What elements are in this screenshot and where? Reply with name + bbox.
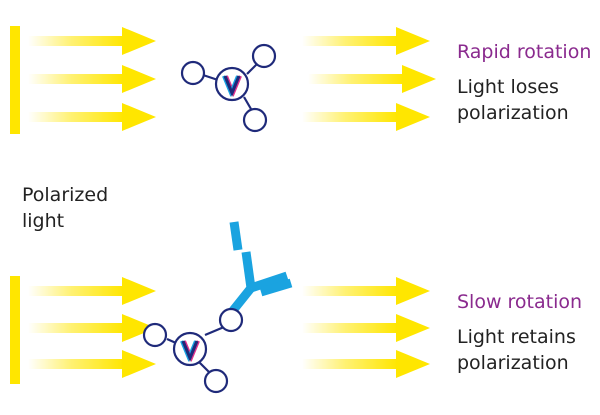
outgoing-arrow-bottom-2 xyxy=(302,314,430,342)
light-retains-line: Light retains xyxy=(457,326,576,348)
outgoing-arrow-top-2 xyxy=(308,65,436,93)
incoming-arrow-bottom-2 xyxy=(28,314,156,342)
polarizer-bar-bottom xyxy=(10,276,20,384)
incoming-arrow-top-2 xyxy=(28,65,156,93)
polarizer-bar-top xyxy=(10,26,20,134)
antibody xyxy=(227,221,293,316)
slow-rotation-heading: Slow rotation xyxy=(457,291,583,313)
incoming-arrow-top-3 xyxy=(28,103,156,131)
polarized-light-line1: Polarized xyxy=(22,184,109,206)
incoming-arrow-bottom-1 xyxy=(28,277,156,305)
outgoing-arrow-bottom-1 xyxy=(302,277,430,305)
polarization-line-top: polarization xyxy=(457,102,569,124)
fluorophore-logo-bottom xyxy=(180,340,200,362)
outgoing-arrow-bottom-3 xyxy=(302,350,430,378)
polarized-light-line2: light xyxy=(22,210,65,232)
polarization-line-bottom: polarization xyxy=(457,352,569,374)
light-loses-line: Light loses xyxy=(457,76,559,98)
outgoing-arrow-top-1 xyxy=(302,27,430,55)
outgoing-arrow-top-3 xyxy=(302,103,430,131)
fluorophore-logo-top xyxy=(222,75,242,97)
rapid-rotation-heading: Rapid rotation xyxy=(457,41,592,63)
incoming-arrow-bottom-3 xyxy=(28,350,156,378)
incoming-arrow-top-1 xyxy=(28,27,156,55)
